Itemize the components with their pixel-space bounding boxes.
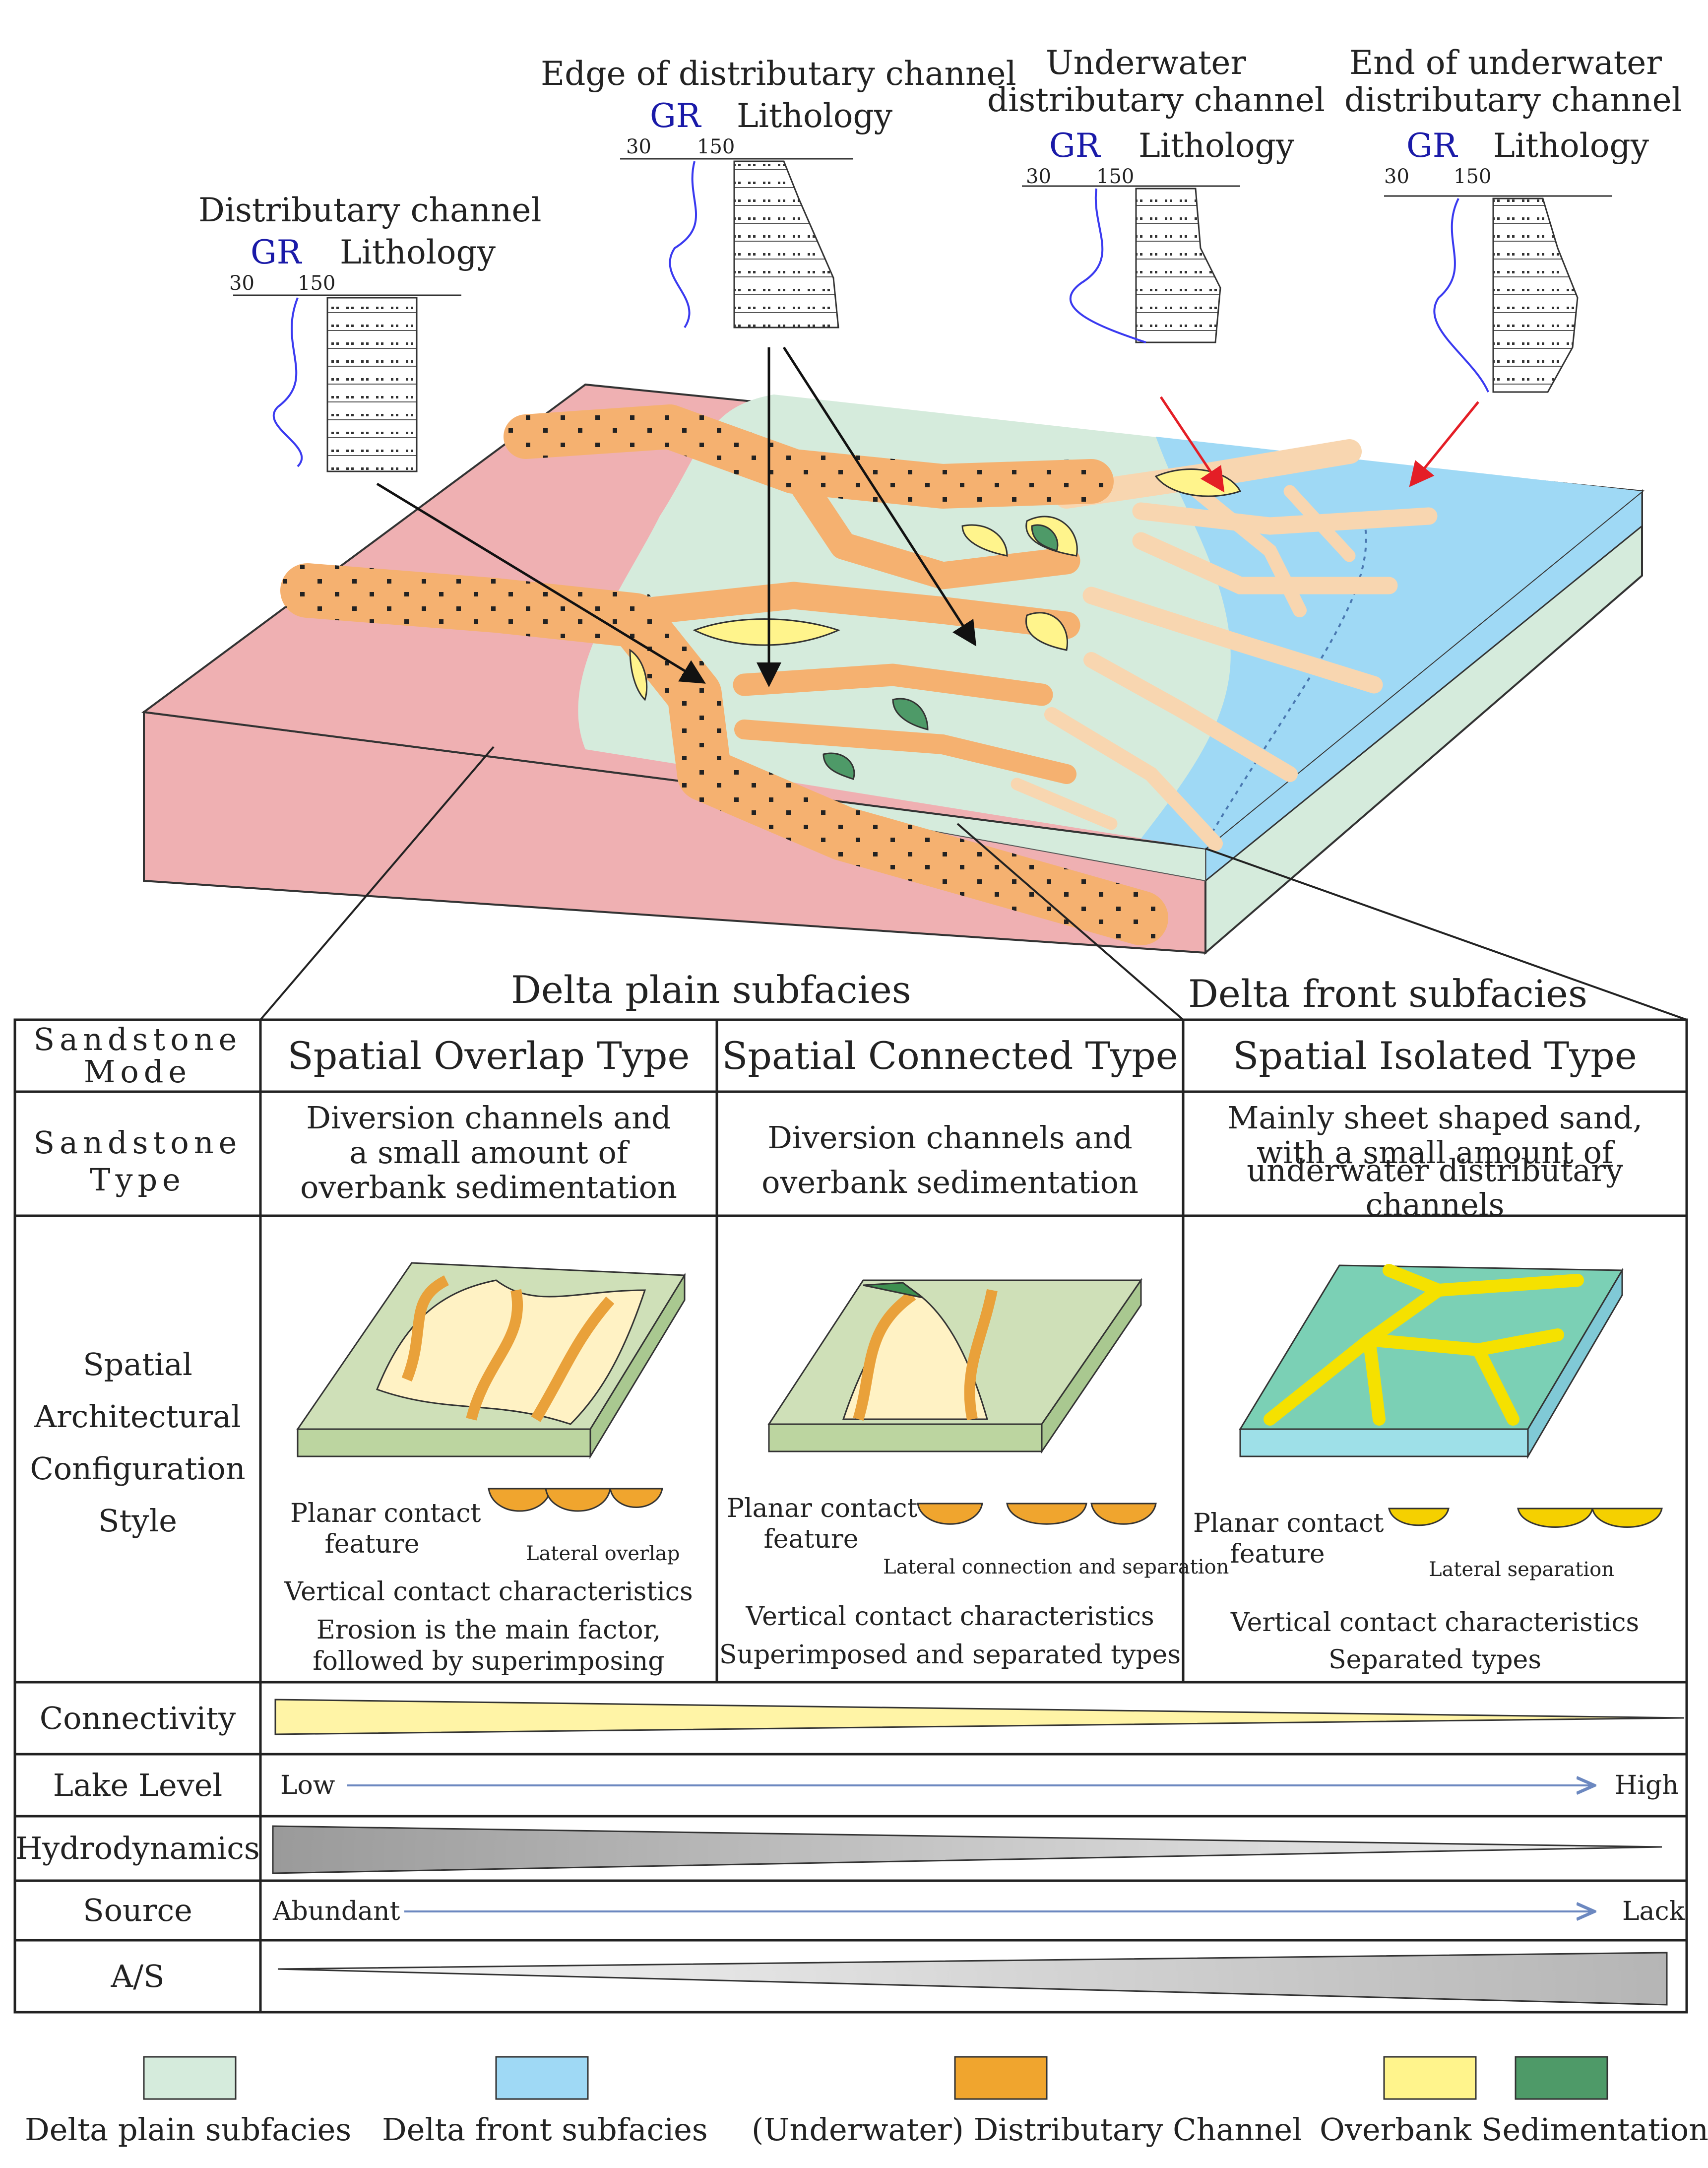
hydrodynamics-bar [272, 1825, 1662, 1874]
connected-vertical: Vertical contact characteristics [746, 1602, 1154, 1632]
log2-max: 150 [697, 135, 735, 158]
source-lack: Lack [1622, 1897, 1685, 1926]
overlap-vdesc-2: followed by superimposing [313, 1646, 665, 1676]
lake-high: High [1615, 1771, 1679, 1800]
isolated-lateral: Lateral separation [1429, 1558, 1614, 1581]
connected-lateral: Lateral connection and separation [883, 1556, 1229, 1578]
isolated-vertical: Vertical contact characteristics [1230, 1608, 1640, 1638]
legend-delta-plain: Delta plain subfacies [25, 2111, 352, 2148]
lenses [488, 1488, 1663, 1528]
zoom-lines [259, 746, 1687, 1021]
well-log-2 [620, 158, 853, 328]
row-header-source: Source [83, 1892, 192, 1929]
log4-min: 30 [1384, 165, 1409, 188]
type-overlap-1: Diversion channels and [306, 1100, 671, 1136]
overlap-vertical: Vertical contact characteristics [284, 1577, 693, 1607]
delta-front-label: Delta front subfacies [1188, 972, 1587, 1016]
row-header-type-2: Type [90, 1161, 186, 1198]
log2-lith: Lithology [737, 97, 893, 135]
row-header-as: A/S [111, 1958, 165, 1994]
log1-title: Distributary channel [198, 191, 542, 229]
source-abundant: Abundant [273, 1897, 400, 1926]
type-isolated-3: underwater distributary channels [1247, 1152, 1623, 1223]
log3-title-2: distributary channel [987, 81, 1325, 119]
connected-block [767, 1278, 1142, 1454]
pointer-arrows [376, 346, 1479, 687]
legend-distributary-channel: (Underwater) Distributary Channel [752, 2111, 1302, 2148]
as-bar [277, 1952, 1668, 2006]
row-header-type-1: Sandstone [33, 1124, 242, 1161]
type-overlap-3: overbank sedimentation [300, 1169, 677, 1206]
table-grid [13, 1018, 1688, 2014]
isolated-vdesc-1: Separated types [1328, 1645, 1542, 1675]
log3-title-1: Underwater [1046, 44, 1246, 82]
isolated-planar-1: Planar contact [1193, 1509, 1384, 1538]
plain-channels-dots [280, 404, 1168, 945]
well-log-3 [1022, 185, 1240, 343]
connectivity-bar [274, 1699, 1685, 1735]
overlap-vdesc-1: Erosion is the main factor, [316, 1615, 661, 1645]
log4-title-2: distributary channel [1344, 81, 1682, 119]
overlap-lateral: Lateral overlap [526, 1542, 680, 1565]
type-connected-1: Diversion channels and [767, 1119, 1133, 1156]
log3-lith: Lithology [1139, 127, 1295, 165]
log1-max: 150 [298, 272, 336, 295]
row-header-style-2: Architectural [34, 1398, 241, 1435]
log2-title: Edge of distributary channel [541, 55, 1016, 93]
mode-overlap: Spatial Overlap Type [287, 1033, 690, 1078]
overlap-planar-1: Planar contact [290, 1499, 481, 1528]
isolated-planar-2: feature [1230, 1539, 1325, 1569]
row-header-style-3: Configuration [30, 1450, 246, 1487]
log4-lith: Lithology [1493, 127, 1649, 165]
log3-max: 150 [1096, 165, 1135, 188]
well-log-1 [233, 294, 461, 472]
row-header-mode-2: Mode [83, 1053, 192, 1090]
legend-overbank: Overbank Sedimentation [1320, 2111, 1708, 2148]
row-header-lake-level: Lake Level [53, 1767, 223, 1803]
well-log-4 [1384, 195, 1612, 393]
overlap-block [296, 1262, 686, 1459]
type-isolated-2: with a small amount of [1257, 1134, 1613, 1171]
legend-swatches [143, 2056, 1608, 2100]
log4-gr: GR [1406, 127, 1457, 165]
mode-isolated: Spatial Isolated Type [1233, 1033, 1637, 1078]
log2-gr: GR [650, 97, 701, 135]
mode-connected: Spatial Connected Type [722, 1033, 1178, 1078]
lake-low: Low [280, 1771, 335, 1800]
log1-gr: GR [251, 233, 302, 271]
log1-min: 30 [229, 272, 254, 295]
type-connected-2: overbank sedimentation [761, 1164, 1139, 1200]
legend-delta-front: Delta front subfacies [382, 2111, 708, 2148]
connected-vdesc-1: Superimposed and separated types [719, 1640, 1181, 1670]
row-header-hydrodynamics: Hydrodynamics [15, 1830, 260, 1867]
log2-min: 30 [626, 135, 651, 158]
block-sides [143, 489, 1643, 955]
connected-planar-1: Planar contact [727, 1494, 918, 1523]
row-header-style-4: Style [98, 1503, 177, 1539]
log1-lith: Lithology [340, 233, 496, 271]
type-isolated-1: Mainly sheet shaped sand, [1227, 1100, 1643, 1136]
log3-gr: GR [1049, 127, 1100, 165]
type-overlap-2: a small amount of [349, 1134, 628, 1171]
isolated-block [1239, 1264, 1624, 1459]
delta-plain-label: Delta plain subfacies [511, 968, 911, 1012]
row-header-style-1: Spatial [83, 1346, 192, 1383]
row-header-mode-1: Sandstone [33, 1021, 242, 1058]
log4-title-1: End of underwater [1349, 44, 1662, 82]
log3-min: 30 [1026, 165, 1051, 188]
row-header-connectivity: Connectivity [39, 1700, 236, 1736]
overlap-planar-2: feature [324, 1529, 420, 1559]
connected-planar-2: feature [763, 1524, 859, 1554]
log4-max: 150 [1454, 165, 1492, 188]
